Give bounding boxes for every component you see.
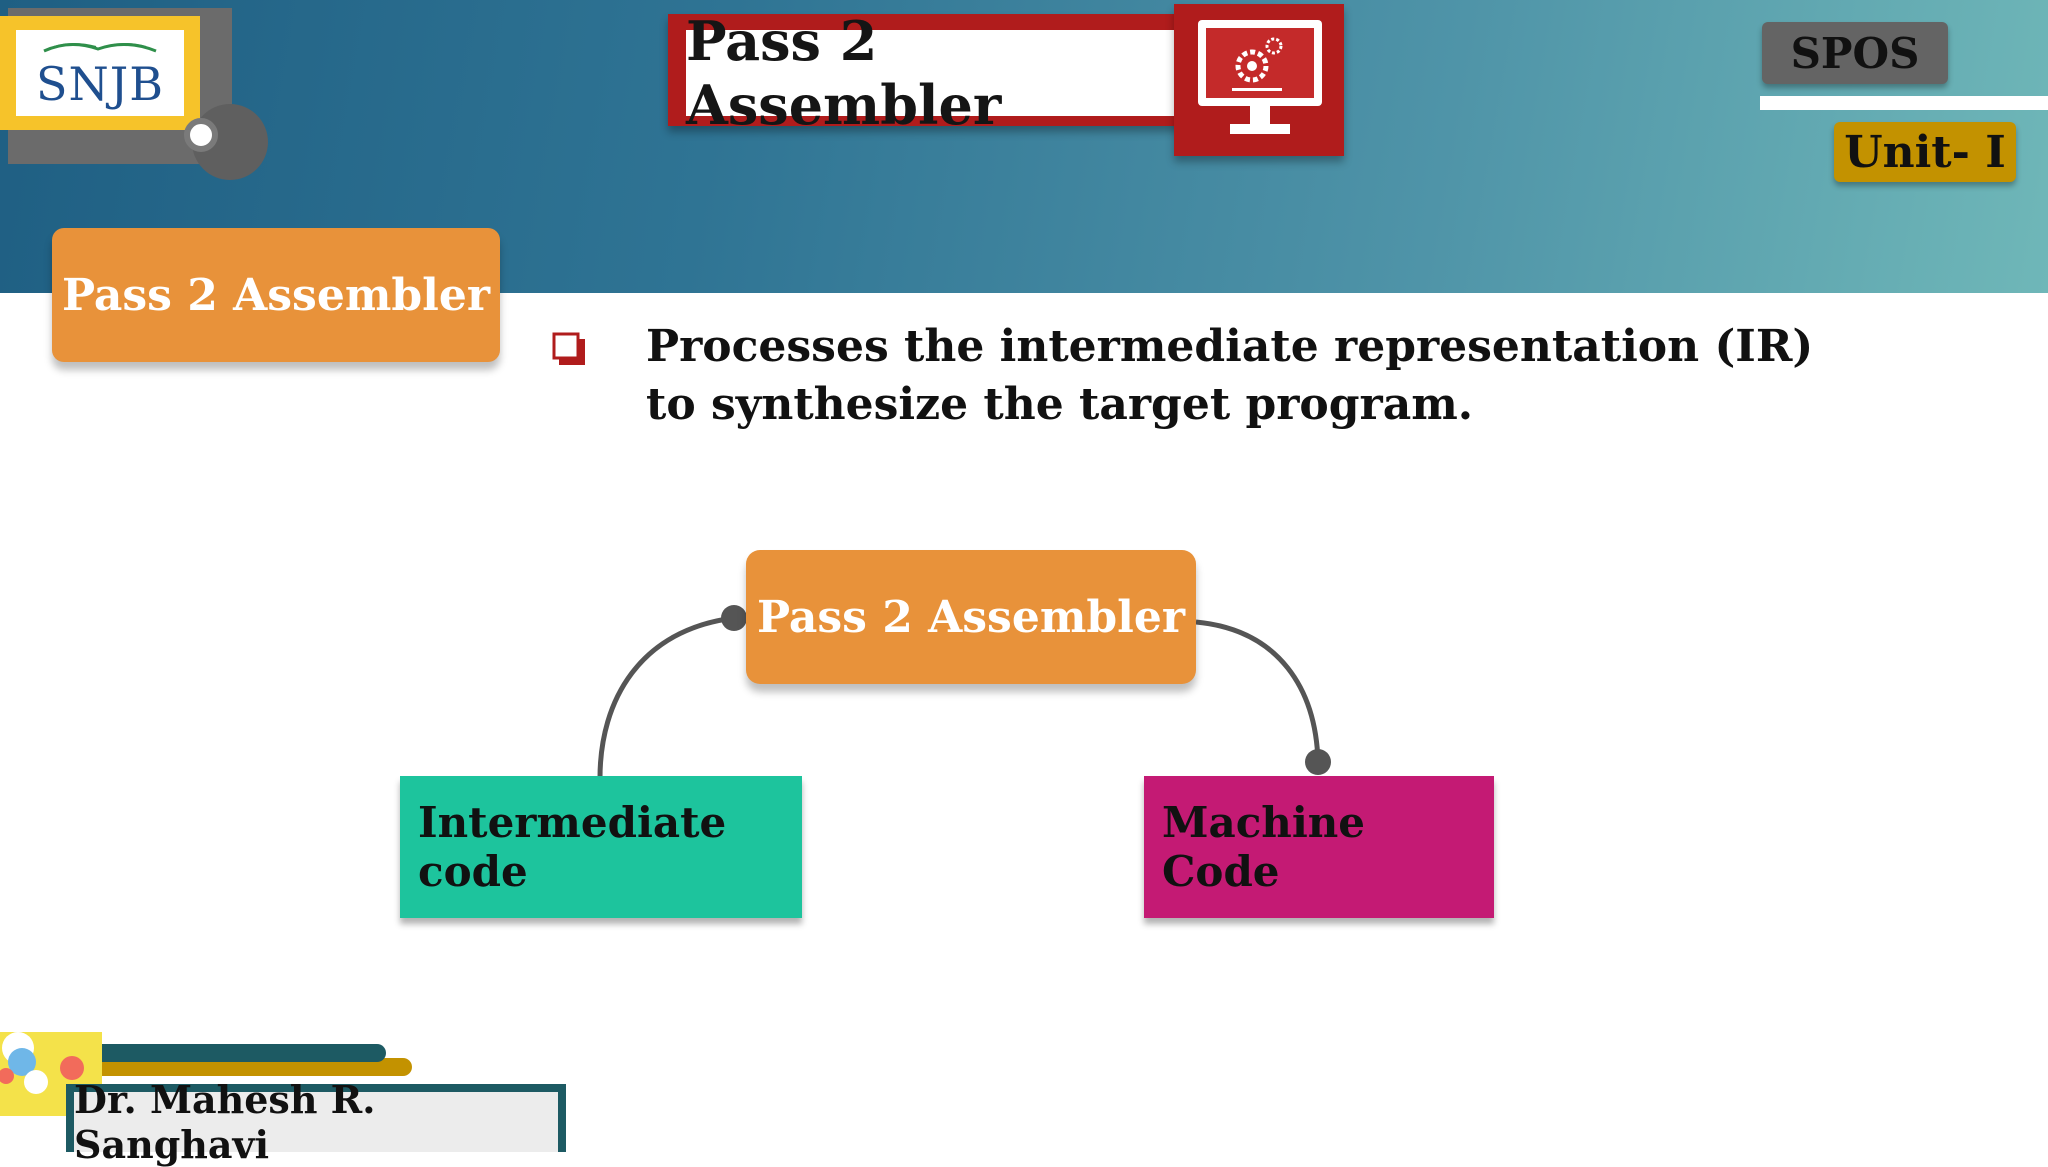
diagram-left-node: Intermediate code [400,776,802,918]
diagram-center-node: Pass 2 Assembler [746,550,1196,684]
connector-left [597,615,735,779]
monitor-gear-icon [1198,20,1322,134]
bubbles-icon [0,1032,84,1094]
connector-right-dot [1305,749,1331,775]
footer-gold-bar [90,1058,412,1076]
connector-left-dot [721,605,747,631]
bullet-text: Processes the intermediate representatio… [646,321,1814,430]
section-chip: Pass 2 Assembler [52,228,500,362]
subject-badge: SPOS [1762,22,1948,84]
checkbox-bullet-icon [552,332,585,365]
badge-divider [1760,96,2048,110]
diagram-right-node: Machine Code [1144,776,1494,918]
presenter-name: Dr. Mahesh R. Sanghavi [74,1077,558,1167]
book-icon [43,43,157,53]
logo: SNJB [16,30,184,116]
logo-ring [184,118,218,152]
connector-right [1195,619,1321,763]
footer-dark-bar [90,1044,386,1062]
unit-badge: Unit- I [1834,122,2016,182]
monitor-frame [1174,4,1344,156]
logo-text: SNJB [35,57,164,111]
title-panel [686,30,1186,116]
